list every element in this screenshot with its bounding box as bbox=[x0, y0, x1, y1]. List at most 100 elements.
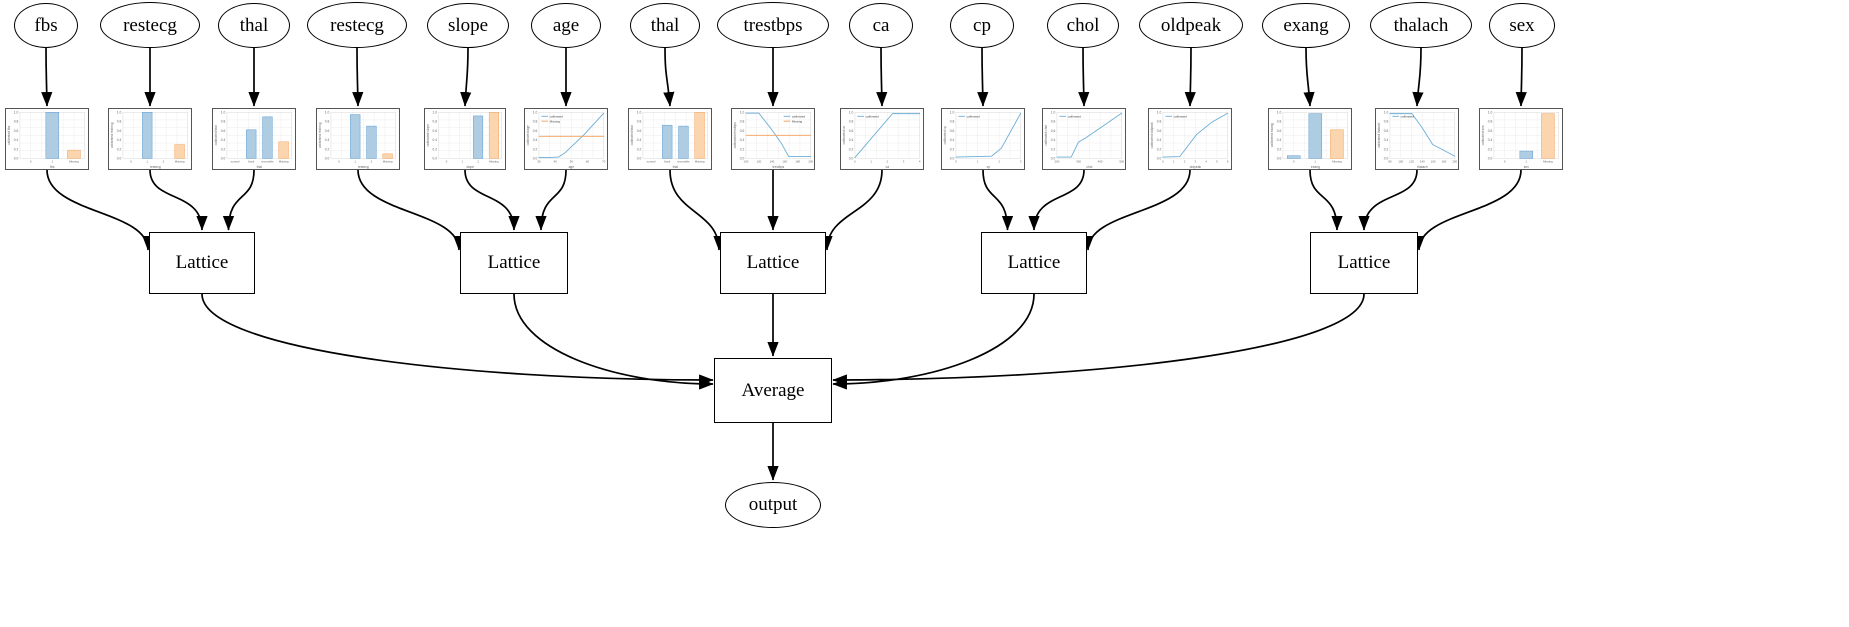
feature-node-label: thal bbox=[650, 14, 680, 36]
edge bbox=[352, 47, 364, 107]
svg-text:3: 3 bbox=[903, 160, 905, 164]
svg-text:sex: sex bbox=[1524, 165, 1529, 169]
svg-text:0.0: 0.0 bbox=[433, 157, 438, 161]
svg-text:oldpeak: oldpeak bbox=[1190, 165, 1202, 169]
edge bbox=[513, 293, 714, 390]
feature-node-thal1[interactable]: thal bbox=[218, 2, 290, 48]
svg-text:0.6: 0.6 bbox=[1051, 129, 1056, 133]
svg-text:2: 2 bbox=[998, 160, 1000, 164]
svg-text:0.4: 0.4 bbox=[1051, 138, 1056, 142]
feature-node-restecg2[interactable]: restecg bbox=[307, 2, 407, 48]
svg-text:0.0: 0.0 bbox=[1277, 157, 1282, 161]
feature-node-thalach[interactable]: thalach bbox=[1370, 2, 1472, 48]
feature-node-thal2[interactable]: thal bbox=[630, 2, 700, 48]
feature-node-ca[interactable]: ca bbox=[849, 2, 913, 48]
edge bbox=[1515, 47, 1527, 107]
svg-text:100: 100 bbox=[1398, 160, 1403, 164]
feature-node-chol[interactable]: chol bbox=[1047, 2, 1119, 48]
svg-text:calibrated thal: calibrated thal bbox=[214, 125, 218, 145]
feature-node-sex[interactable]: sex bbox=[1489, 2, 1555, 48]
svg-text:0.0: 0.0 bbox=[117, 157, 122, 161]
svg-text:0.0: 0.0 bbox=[325, 157, 330, 161]
svg-text:100: 100 bbox=[744, 160, 749, 164]
svg-text:0.6: 0.6 bbox=[1488, 129, 1493, 133]
feature-node-age[interactable]: age bbox=[531, 2, 601, 48]
svg-text:0.2: 0.2 bbox=[1488, 147, 1493, 151]
svg-text:calibrated sex: calibrated sex bbox=[1481, 125, 1485, 145]
feature-node-trestbps[interactable]: trestbps bbox=[717, 2, 829, 48]
svg-text:age: age bbox=[569, 165, 575, 169]
svg-text:0.8: 0.8 bbox=[740, 120, 745, 124]
feature-node-fbs[interactable]: fbs bbox=[14, 2, 78, 48]
svg-text:1: 1 bbox=[354, 160, 356, 164]
svg-text:6: 6 bbox=[1227, 160, 1229, 164]
lattice-node-5[interactable]: Lattice bbox=[1310, 232, 1418, 294]
svg-text:calibrated thalach: calibrated thalach bbox=[1377, 122, 1381, 148]
feature-node-label: restecg bbox=[123, 14, 177, 36]
svg-text:calibrated chol: calibrated chol bbox=[1044, 125, 1048, 146]
svg-text:0.4: 0.4 bbox=[325, 138, 330, 142]
svg-text:calibrated exang: calibrated exang bbox=[1270, 123, 1274, 147]
svg-text:calibrated cp: calibrated cp bbox=[943, 126, 947, 145]
svg-text:70: 70 bbox=[602, 160, 606, 164]
svg-text:180: 180 bbox=[795, 160, 800, 164]
feature-node-oldpeak[interactable]: oldpeak bbox=[1139, 2, 1243, 48]
svg-text:0.6: 0.6 bbox=[1384, 129, 1389, 133]
edge bbox=[1309, 169, 1343, 231]
svg-text:calibrated fbs: calibrated fbs bbox=[7, 125, 11, 145]
svg-text:0.8: 0.8 bbox=[1488, 120, 1493, 124]
svg-text:1: 1 bbox=[1526, 160, 1528, 164]
svg-text:0.6: 0.6 bbox=[14, 129, 19, 133]
edge bbox=[977, 47, 989, 107]
lattice-node-4[interactable]: Lattice bbox=[981, 232, 1087, 294]
svg-text:0.2: 0.2 bbox=[433, 147, 438, 151]
feature-node-label: chol bbox=[1066, 14, 1100, 36]
feature-node-label: thal bbox=[239, 14, 269, 36]
average-node[interactable]: Average bbox=[714, 358, 832, 423]
output-node-label: output bbox=[748, 494, 798, 515]
lattice-node-3[interactable]: Lattice bbox=[720, 232, 826, 294]
svg-text:0.2: 0.2 bbox=[950, 147, 955, 151]
edge bbox=[832, 293, 1035, 390]
svg-text:0.2: 0.2 bbox=[14, 147, 19, 151]
lattice-node-1[interactable]: Lattice bbox=[149, 232, 255, 294]
svg-text:1.0: 1.0 bbox=[1488, 110, 1493, 114]
svg-text:0.2: 0.2 bbox=[117, 147, 122, 151]
edge bbox=[41, 47, 53, 107]
svg-text:calibrated trestbps: calibrated trestbps bbox=[733, 122, 737, 149]
feature-node-restecg1[interactable]: restecg bbox=[100, 2, 200, 48]
svg-text:0.2: 0.2 bbox=[1384, 147, 1389, 151]
svg-text:0.0: 0.0 bbox=[1384, 157, 1389, 161]
lattice-node-label: Lattice bbox=[175, 252, 229, 273]
lattice-node-2[interactable]: Lattice bbox=[460, 232, 568, 294]
edge bbox=[1413, 169, 1522, 251]
svg-text:0.0: 0.0 bbox=[740, 157, 745, 161]
feature-node-cp[interactable]: cp bbox=[950, 2, 1014, 48]
svg-text:fixed: fixed bbox=[664, 160, 670, 164]
svg-text:1: 1 bbox=[1173, 160, 1175, 164]
edge bbox=[201, 293, 714, 386]
svg-text:0: 0 bbox=[30, 160, 32, 164]
output-node[interactable]: output bbox=[725, 482, 821, 528]
svg-text:calibrated: calibrated bbox=[1068, 115, 1082, 119]
feature-node-exang[interactable]: exang bbox=[1262, 2, 1350, 48]
feature-node-slope[interactable]: slope bbox=[427, 2, 509, 48]
edge bbox=[1358, 169, 1418, 231]
svg-text:0: 0 bbox=[1293, 160, 1295, 164]
